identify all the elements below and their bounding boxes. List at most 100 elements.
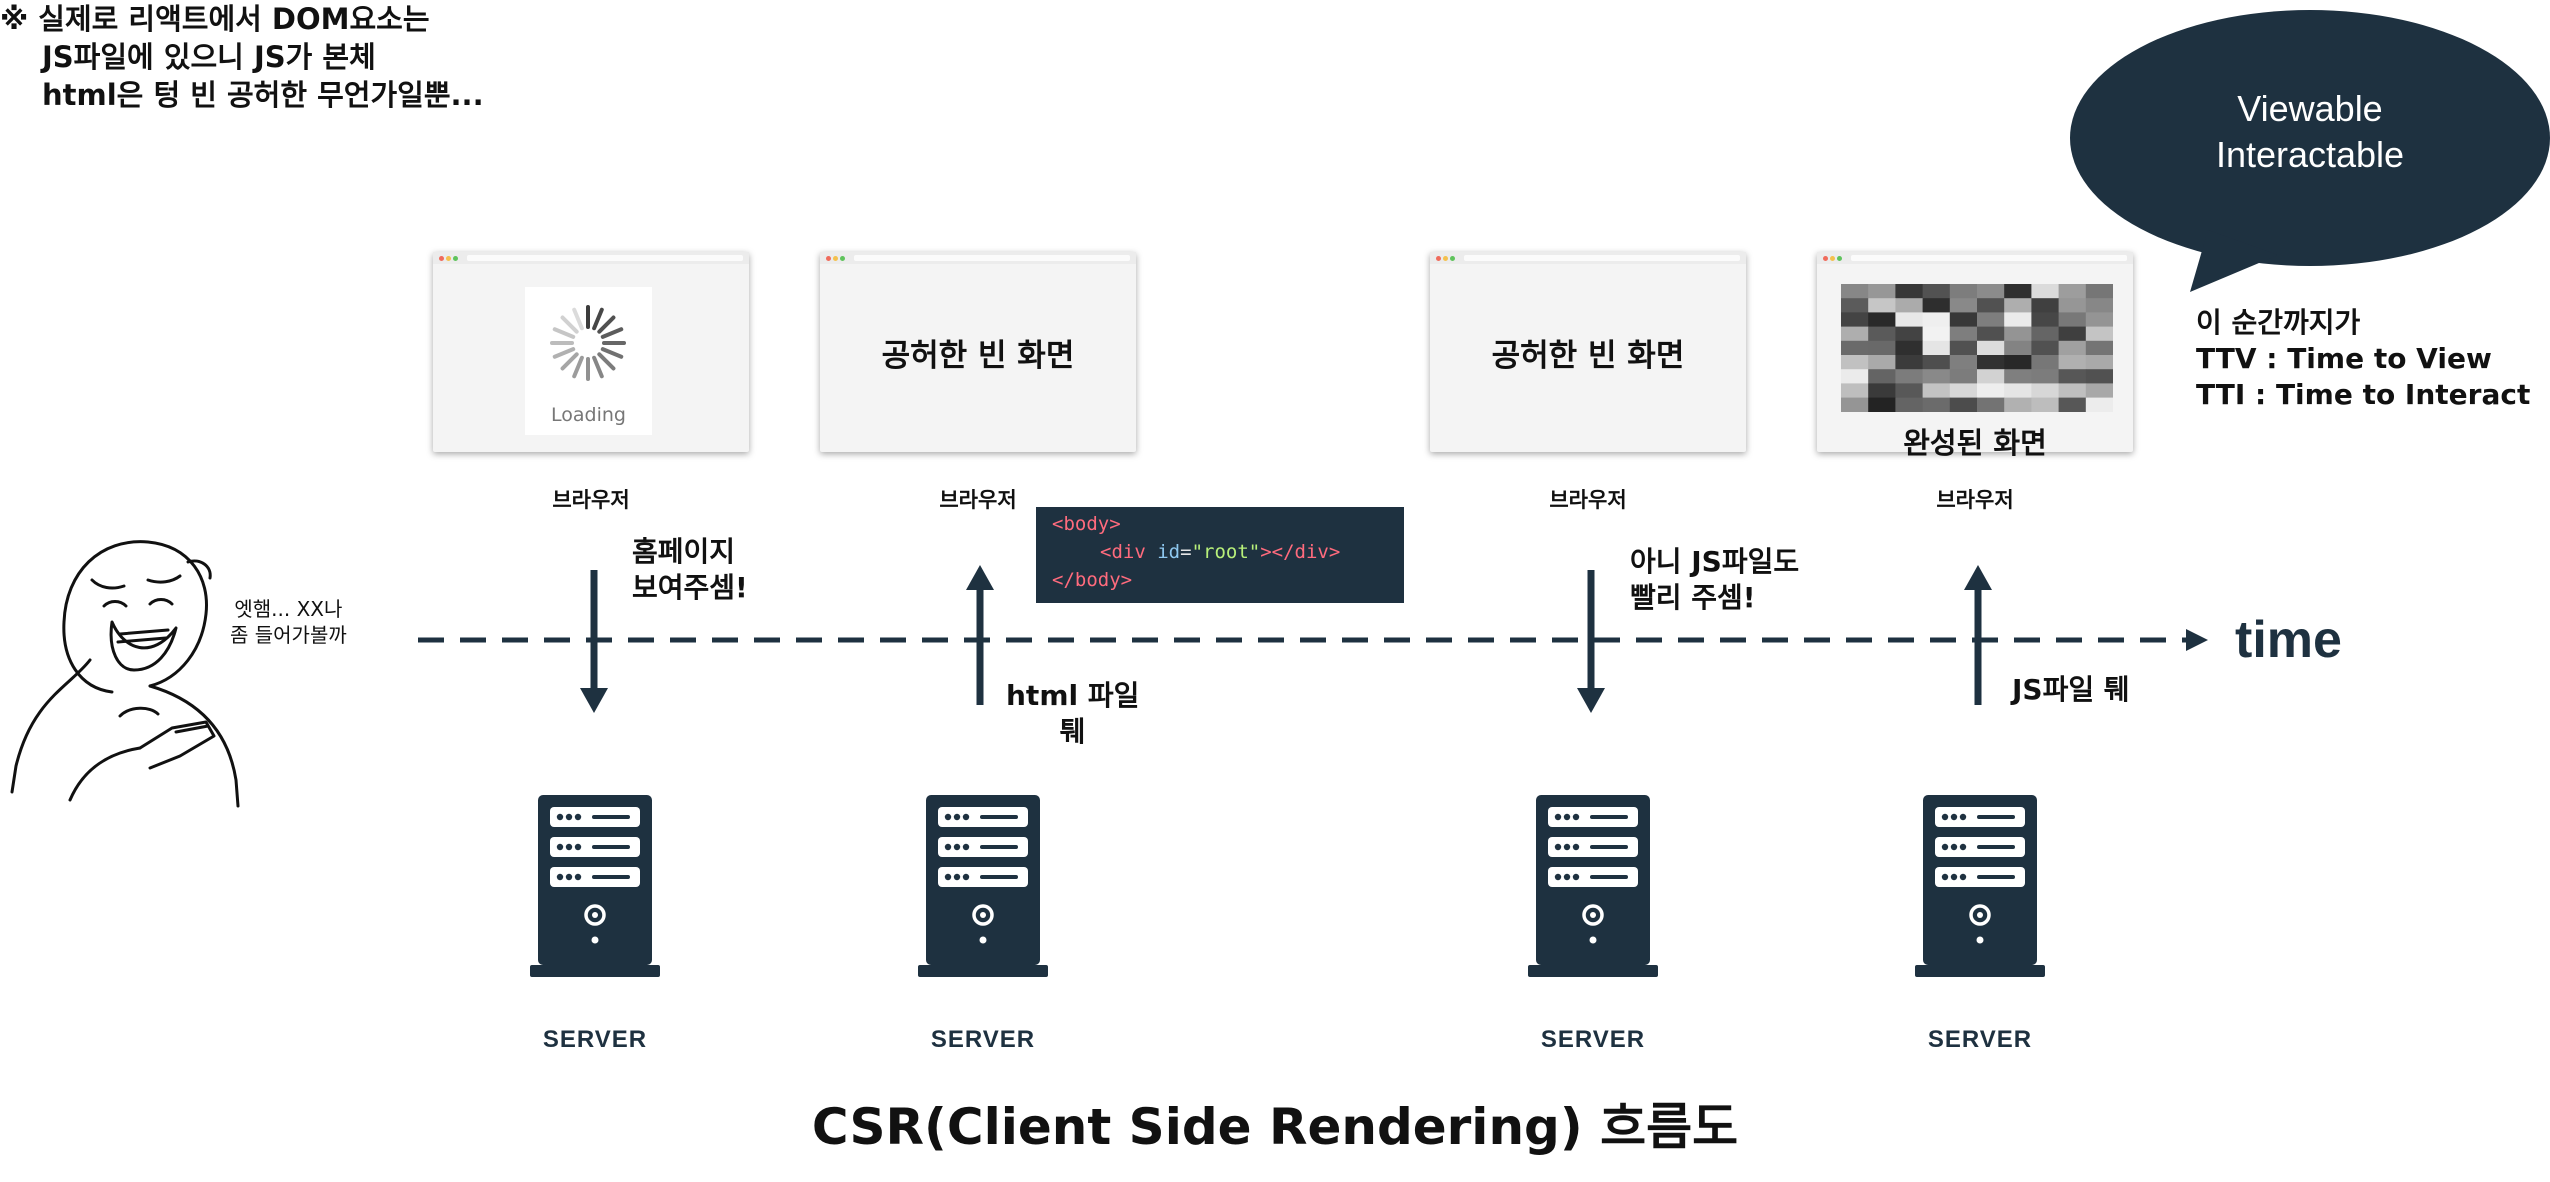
mosaic-cell <box>1868 383 1896 399</box>
code-div-open: <div <box>1100 541 1146 563</box>
request-js: 아니 JS파일도 빨리 주셈! <box>1630 544 1799 616</box>
spinner-segment <box>592 307 604 331</box>
mosaic-cell <box>1949 340 1978 356</box>
mosaic-cell <box>2058 355 2087 370</box>
ttv-line-2: TTV : Time to View <box>2196 342 2492 375</box>
server-base <box>1528 965 1658 977</box>
server-button <box>1969 904 1991 926</box>
browser-window-empty-1: 공허한 빈 화면 <box>820 252 1136 452</box>
browser-window-complete: 완성된 화면 <box>1817 252 2133 460</box>
spinner-segment <box>552 347 576 359</box>
mosaic-cell <box>1841 340 1869 356</box>
browser-label-2: 브라우저 <box>939 488 1017 512</box>
mosaic-cell <box>2031 298 2060 313</box>
request-js-line-2: 빨리 주셈! <box>1630 581 1756 614</box>
spinner-segment <box>552 327 576 339</box>
mosaic-cell <box>1868 326 1896 342</box>
mosaic-cell <box>2004 312 2032 328</box>
mosaic-cell <box>1949 284 1978 299</box>
mosaic-cell <box>1949 397 1978 412</box>
mosaic-cell <box>1895 298 1924 313</box>
mosaic-cell <box>1895 284 1924 299</box>
note-line-2: JS파일에 있으니 JS가 본체 <box>42 40 376 74</box>
mosaic-cell <box>1977 340 2005 356</box>
mosaic-cell <box>2085 383 2113 399</box>
spinner-segment <box>600 347 624 359</box>
mosaic-cell <box>1977 326 2005 342</box>
browser-titlebar <box>1817 252 2133 264</box>
mosaic-cell <box>2004 284 2032 299</box>
ttv-line-3: TTI : Time to Interact <box>2196 378 2531 411</box>
server-label-4: SERVER <box>1927 1026 2033 1053</box>
speech-bubble <box>2070 10 2550 292</box>
mosaic-cell <box>2085 326 2113 342</box>
mosaic-cell <box>1977 284 2005 299</box>
mosaic-cell <box>2058 284 2087 299</box>
server-icon <box>530 795 660 977</box>
bubble-line-2: Interactable <box>2215 134 2405 175</box>
mosaic-cell <box>1868 284 1896 299</box>
server-button <box>972 904 994 926</box>
mosaic-cell <box>2031 369 2060 384</box>
mosaic-cell <box>2031 397 2060 412</box>
mosaic-cell <box>1977 312 2005 328</box>
spinner-segment <box>560 315 579 334</box>
mosaic-cell <box>1922 284 1951 299</box>
server-label-2: SERVER <box>930 1026 1036 1053</box>
mosaic-cell <box>2004 397 2032 412</box>
mosaic-cell <box>1922 369 1951 384</box>
code-div-close: ></div> <box>1260 541 1341 563</box>
mosaic-cell <box>1895 340 1924 356</box>
mosaic-cell <box>2085 284 2113 299</box>
time-label: time <box>2235 611 2342 669</box>
empty-screen-text: 공허한 빈 화면 <box>881 338 1075 374</box>
mosaic-cell <box>1977 369 2005 384</box>
mosaic-cell <box>1922 340 1951 356</box>
rendered-content-mosaic <box>1841 284 2113 412</box>
mosaic-cell <box>1977 397 2005 412</box>
mosaic-cell <box>1895 312 1924 328</box>
spinner-segment <box>572 307 584 331</box>
mosaic-cell <box>2031 355 2060 370</box>
request-homepage-line-1: 홈페이지 <box>632 535 736 568</box>
mosaic-cell <box>2004 326 2032 342</box>
mosaic-cell <box>1922 298 1951 313</box>
mosaic-cell <box>1977 355 2005 370</box>
mosaic-cell <box>2058 340 2087 356</box>
mosaic-cell <box>2085 397 2113 412</box>
server-base <box>918 965 1048 977</box>
mosaic-cell <box>2058 369 2087 384</box>
note-line-3: html은 텅 빈 공허한 무언가일뿐... <box>42 78 484 112</box>
mosaic-cell <box>2058 298 2087 313</box>
mosaic-cell <box>1949 383 1978 399</box>
server-button <box>1582 904 1604 926</box>
request-js-line-1: 아니 JS파일도 <box>1630 545 1800 578</box>
mosaic-cell <box>1977 383 2005 399</box>
mosaic-cell <box>1922 326 1951 342</box>
spinner-segment <box>560 352 579 371</box>
mosaic-cell <box>2085 355 2113 370</box>
person-speech: 엣햄... XX나 좀 들어가볼까 <box>230 596 347 648</box>
mosaic-cell <box>2058 383 2087 399</box>
mosaic-cell <box>1895 369 1924 384</box>
mosaic-cell <box>1841 369 1869 384</box>
bubble-text: Viewable Interactable <box>2090 86 2530 178</box>
browser-titlebar <box>433 252 749 264</box>
mosaic-cell <box>1841 298 1869 313</box>
ttv-line-1: 이 순간까지가 <box>2196 306 2361 339</box>
mosaic-cell <box>1868 312 1896 328</box>
mosaic-cell <box>2004 355 2032 370</box>
code-body-open: <body> <box>1052 513 1121 535</box>
arrow-down-icon <box>580 570 608 713</box>
mosaic-cell <box>2058 326 2087 342</box>
mosaic-cell <box>2004 369 2032 384</box>
mosaic-cell <box>1841 284 1869 299</box>
mosaic-cell <box>1949 355 1978 370</box>
request-homepage-line-2: 보여주셈! <box>632 571 748 604</box>
spinner-segment <box>597 315 616 334</box>
mosaic-cell <box>1895 355 1924 370</box>
mosaic-cell <box>1922 397 1951 412</box>
arrow-down-icon <box>1577 570 1605 713</box>
arrow-up-icon <box>966 565 994 705</box>
